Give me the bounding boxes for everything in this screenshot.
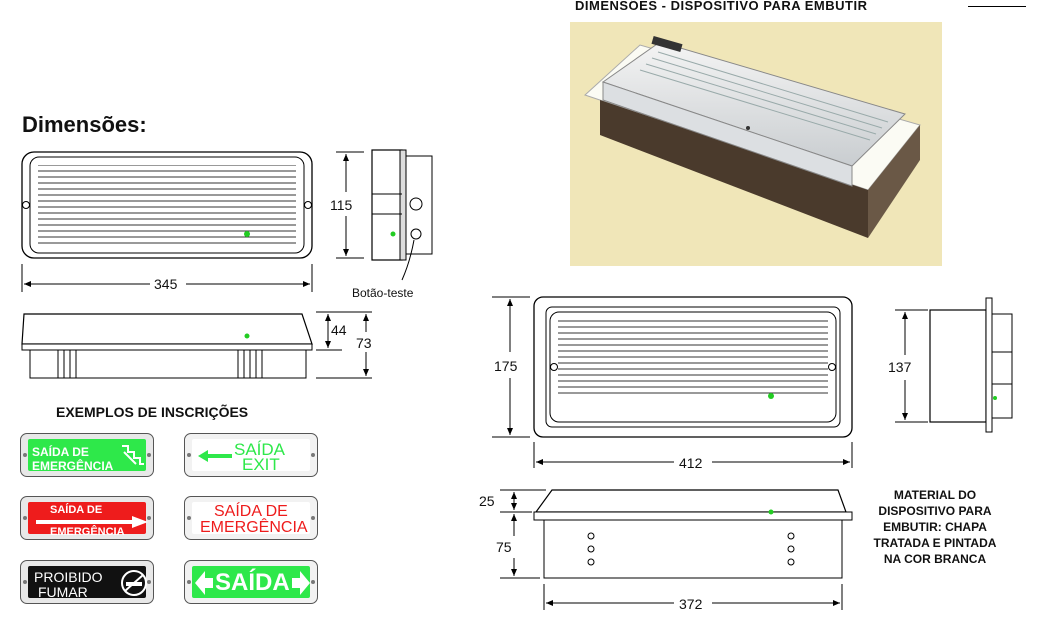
- dim-345: [21, 264, 313, 292]
- sign-text: SAÍDA DE: [214, 503, 288, 520]
- dim-label-73: 73: [356, 335, 372, 351]
- dim-label-412: 412: [679, 455, 703, 471]
- sign-emergency-exit-red: SAÍDA DE EMERGÊNCIA: [20, 496, 154, 540]
- side-view-embed: [895, 297, 1013, 433]
- front-view-left: [21, 151, 313, 259]
- sign-saida-arrows: SAÍDA: [184, 560, 318, 604]
- material-note: MATERIAL DO DISPOSITIVO PARA EMBUTIR: CH…: [873, 488, 997, 566]
- side-view-left: [336, 149, 433, 281]
- dim-label-175: 175: [494, 358, 518, 374]
- arrow-left-icon: [198, 450, 232, 462]
- front-view-embed: [533, 296, 853, 438]
- top-view-embed: [500, 489, 853, 610]
- dim-label-44: 44: [331, 322, 347, 338]
- sign-text: SAÍDA: [215, 569, 290, 596]
- top-view-left: [21, 311, 372, 379]
- sign-text: FUMAR: [38, 584, 88, 600]
- louver-grille: [38, 165, 296, 245]
- inscription-examples-heading: EXEMPLOS DE INSCRIÇÕES: [56, 404, 249, 420]
- no-smoking-icon: [121, 570, 147, 596]
- top-rule: [968, 6, 1026, 7]
- sign-saida-de-emergencia: SAÍDA DE EMERGÊNCIA: [184, 496, 318, 540]
- sign-text: EMERGÊNCIA: [50, 526, 125, 538]
- dim-label-372: 372: [679, 596, 703, 612]
- page-title: DIMENSÕES - DISPOSITIVO PARA EMBUTIR: [575, 0, 868, 13]
- sign-proibido-fumar: PROIBIDO FUMAR: [20, 560, 154, 604]
- sign-text: SAÍDA DE: [50, 504, 103, 516]
- arrow-left-icon: [195, 571, 213, 595]
- sign-text: SAÍDA: [234, 440, 286, 459]
- sign-text: PROIBIDO: [34, 569, 103, 585]
- embed-device-photo: [570, 22, 942, 266]
- sign-text: EMERGÊNCIA: [200, 519, 308, 536]
- dim-label-115: 115: [330, 197, 353, 213]
- dim-412: [533, 442, 853, 468]
- stairs-icon: [122, 445, 144, 465]
- sign-emergency-exit-stairs: SAÍDA DE EMERGÊNCIA: [20, 433, 154, 477]
- dim-label-75: 75: [496, 539, 512, 555]
- dim-label-25: 25: [479, 493, 495, 509]
- sign-text: EMERGÊNCIA: [32, 459, 114, 473]
- dimensions-heading: Dimensões:: [22, 112, 147, 137]
- sign-text: EXIT: [242, 455, 280, 474]
- led-icon: [244, 231, 250, 237]
- dim-label-345: 345: [154, 276, 178, 292]
- arrow-right-icon: [292, 571, 310, 595]
- test-button-label: Botão-teste: [352, 286, 414, 300]
- sign-saida-exit: SAÍDA EXIT: [184, 433, 318, 477]
- dim-175: [492, 296, 530, 438]
- dim-label-137: 137: [888, 359, 912, 375]
- sign-text: SAÍDA DE: [32, 445, 89, 459]
- arrow-right-icon: [36, 516, 148, 528]
